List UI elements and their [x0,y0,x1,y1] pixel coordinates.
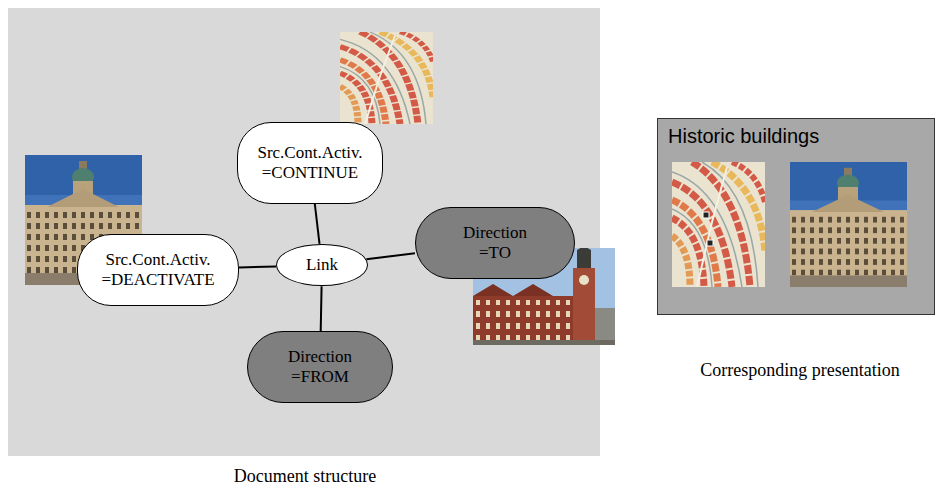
map-marker [707,240,713,246]
attribute-box: Src.Cont.Activ. =DEACTIVATE [77,234,239,306]
node-label: Direction =TO [463,223,527,264]
document-structure-ground [8,8,600,456]
presentation-panel: Historic buildings [657,118,935,315]
connector-line [320,286,323,331]
node-label: Src.Cont.Activ. =DEACTIVATE [101,250,214,291]
map-picture [672,162,765,287]
node-label: Src.Cont.Activ. =CONTINUE [257,143,362,184]
connector-line [239,266,276,267]
panel-title: Historic buildings [668,125,819,148]
link-ellipse: Link [276,244,368,286]
connector-line [315,204,320,244]
attribute-box: Src.Cont.Activ. =CONTINUE [237,122,382,204]
caption-label: Document structure [234,466,376,487]
node-label: Direction =FROM [288,347,352,388]
map-marker [703,212,709,218]
direction-box: Direction =TO [415,207,575,279]
caption-label: Corresponding presentation [700,360,899,381]
presentation-ground [657,118,935,315]
connector-line [366,253,415,259]
palace-picture [790,162,907,287]
node-label: Link [306,255,338,275]
direction-box: Direction =FROM [247,331,393,403]
map-picture [340,32,433,124]
